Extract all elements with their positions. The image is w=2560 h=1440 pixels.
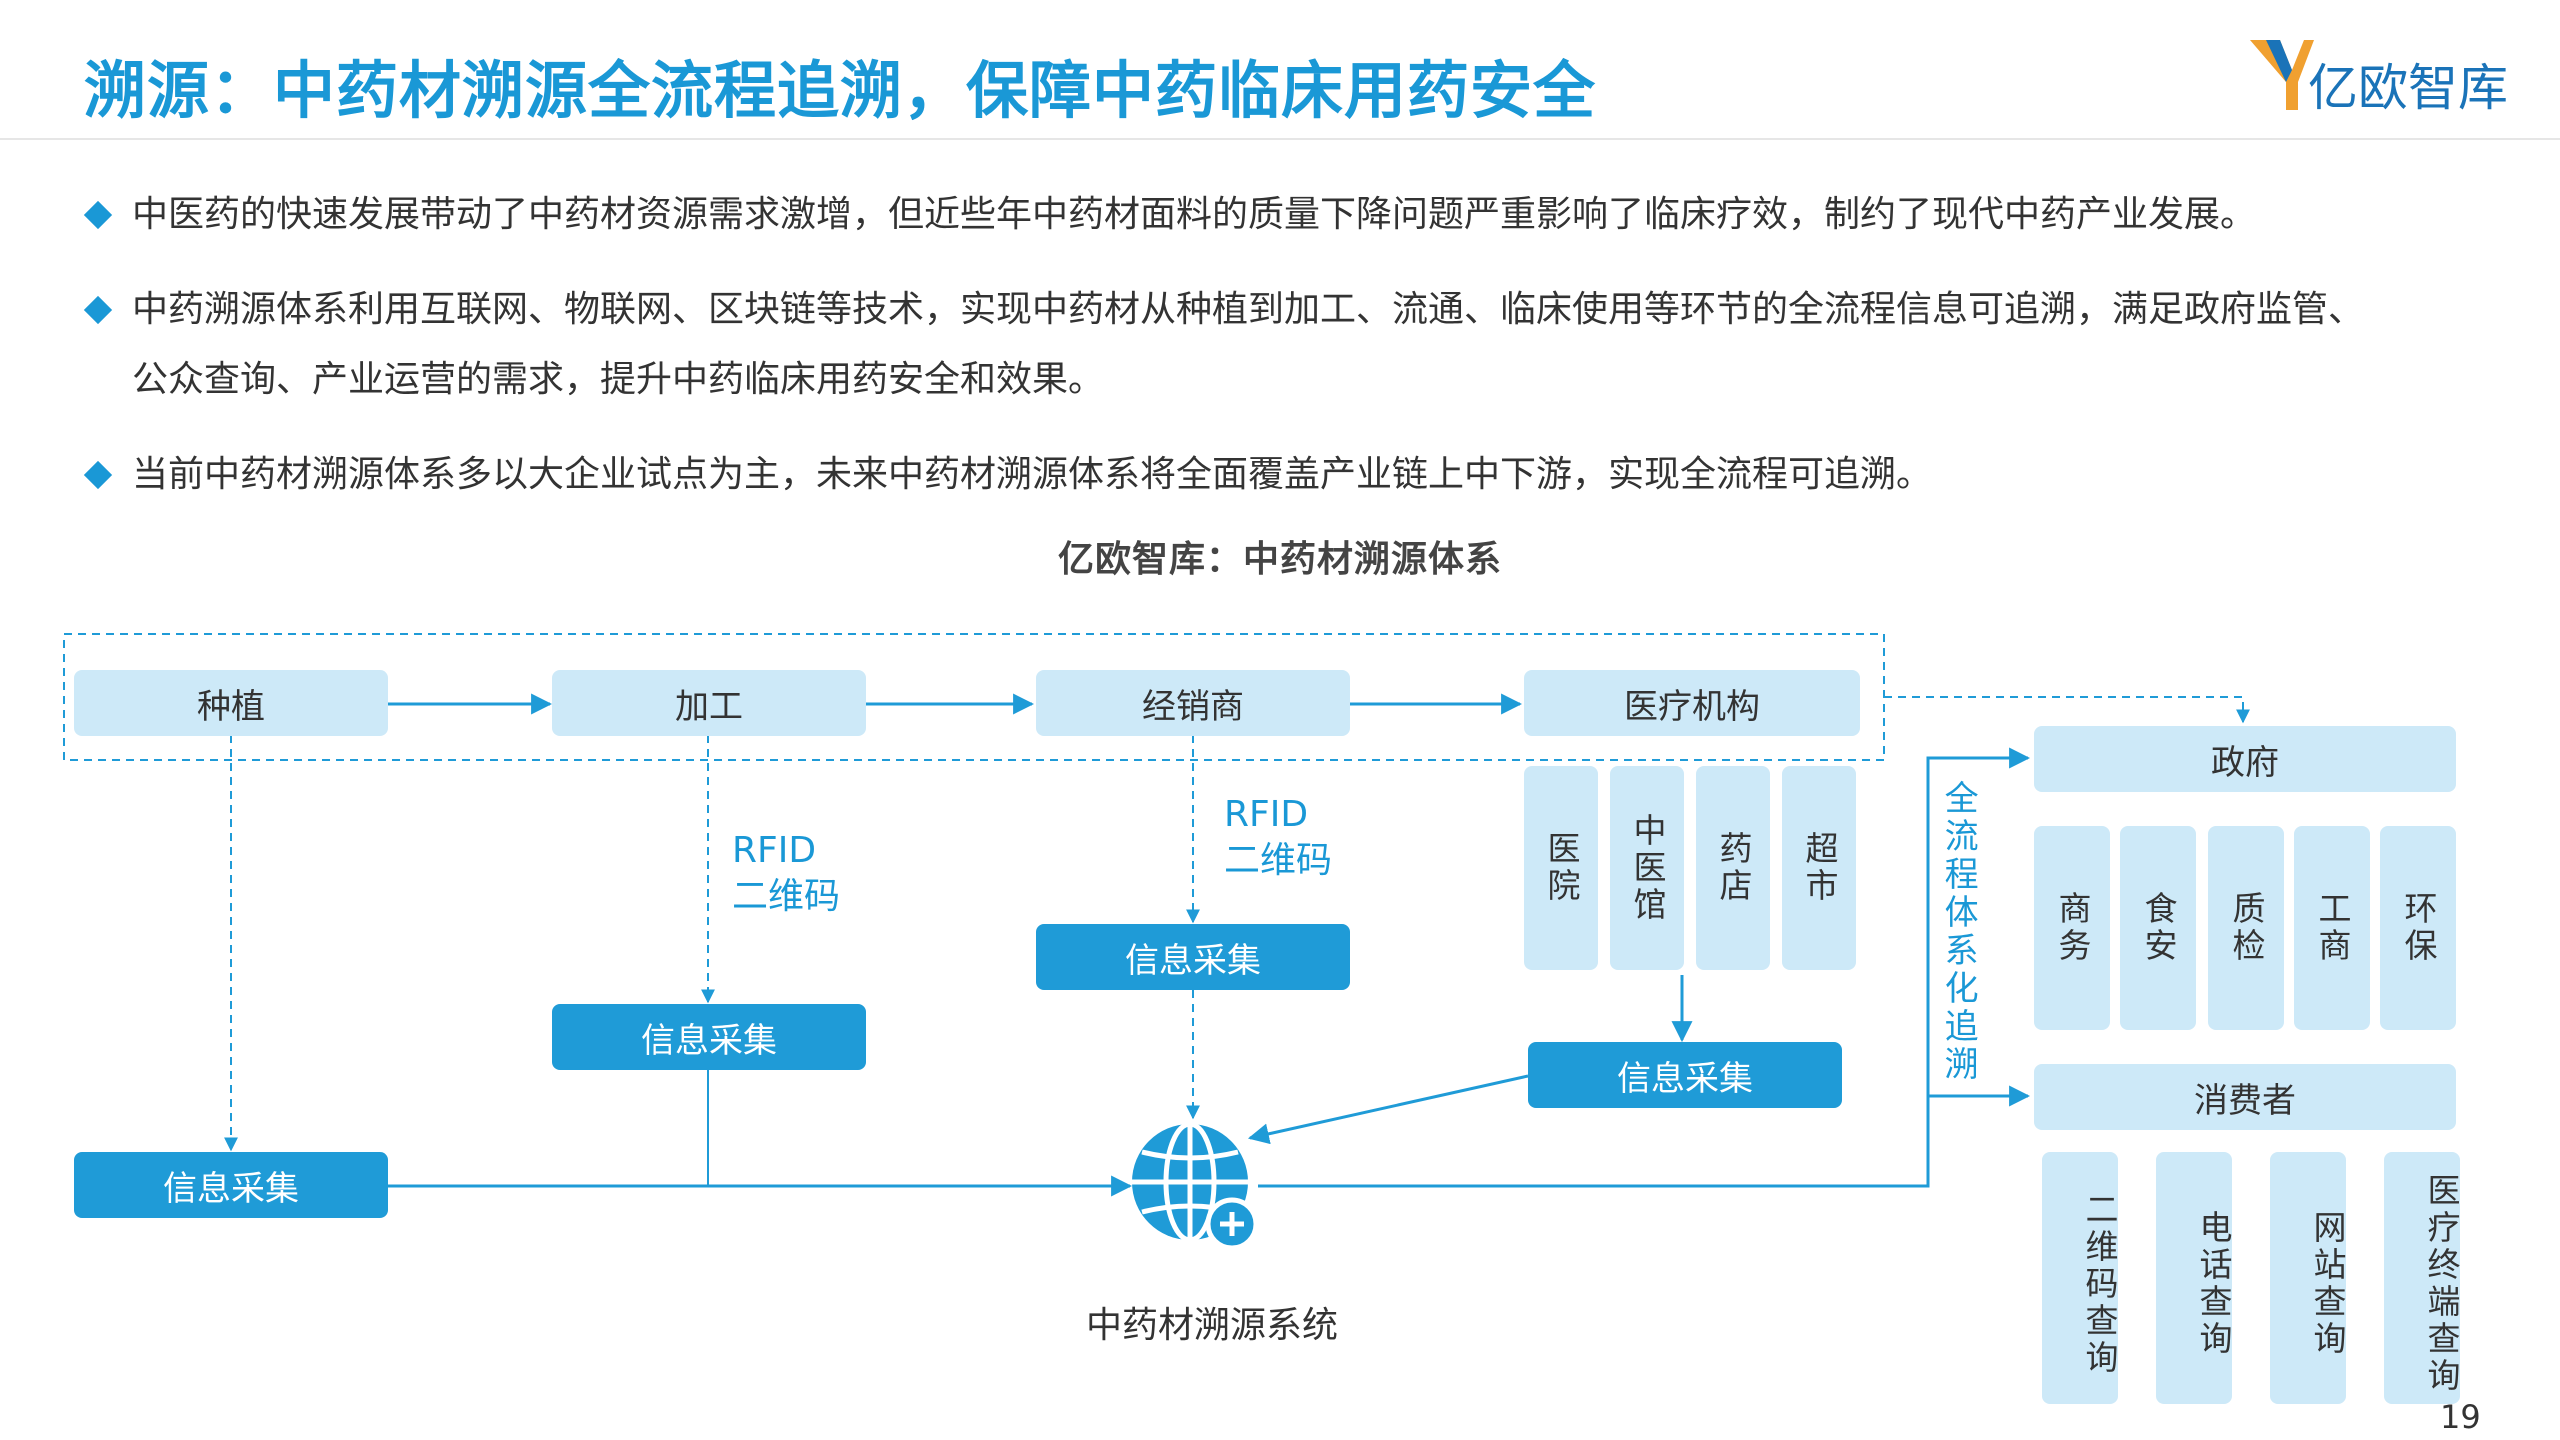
consumer-item-phone: 电话查询 (2156, 1152, 2233, 1404)
medical-sub-pharmacy: 药店 (1696, 766, 1770, 970)
consumer-box: 消费者 (2034, 1064, 2456, 1130)
chain-node-processing: 加工 (552, 670, 866, 736)
logo-text: 亿欧智库 (2308, 59, 2508, 117)
bullet-2: 中药溯源体系利用互联网、物联网、区块链等技术，实现中药材从种植到加工、流通、临床… (83, 275, 2484, 415)
info-collect-medical: 信息采集 (1528, 1042, 1842, 1108)
yiou-logo-icon (2250, 40, 2314, 110)
info-collect-planting: 信息采集 (74, 1152, 388, 1218)
chain-node-planting: 种植 (74, 670, 388, 736)
medical-sub-tcm-clinic: 中医馆 (1610, 766, 1684, 970)
system-label: 中药材溯源系统 (1086, 1305, 1339, 1346)
page-number: 19 (2440, 1398, 2481, 1436)
gov-item-industry: 工商 (2294, 826, 2370, 1030)
page-title: 溯源：中药材溯源全流程追溯，保障中药临床用药安全 (84, 54, 1597, 127)
diagram-title: 亿欧智库：中药材溯源体系 (1057, 539, 1502, 580)
bullet-1: 中医药的快速发展带动了中药材资源需求激增，但近些年中药材面料的质量下降问题严重影… (83, 180, 2484, 250)
header-divider (0, 138, 2560, 140)
consumer-item-medical-terminal: 医疗终端查询 (2384, 1152, 2461, 1404)
gov-item-commerce: 商务 (2034, 826, 2110, 1030)
chain-node-distributor: 经销商 (1036, 670, 1350, 736)
globe-icon (1132, 1121, 1259, 1251)
gov-box: 政府 (2034, 726, 2456, 792)
bullet-3: 当前中药材溯源体系多以大企业试点为主，未来中药材溯源体系将全面覆盖产业链上中下游… (83, 440, 2484, 510)
gov-item-food-safety: 食安 (2120, 826, 2196, 1030)
gov-item-environment: 环保 (2380, 826, 2456, 1030)
consumer-item-website: 网站查询 (2270, 1152, 2347, 1404)
info-collect-processing: 信息采集 (552, 1004, 866, 1070)
info-collect-distributor: 信息采集 (1036, 924, 1350, 990)
consumer-item-qrcode: 二维码查询 (2042, 1152, 2119, 1404)
trace-label: 全流程体系化追溯 (1938, 780, 1979, 1084)
gov-item-quality: 质检 (2208, 826, 2284, 1030)
chain-node-medical: 医疗机构 (1524, 670, 1860, 736)
medical-sub-supermarket: 超市 (1782, 766, 1856, 970)
medical-sub-hospital: 医院 (1524, 766, 1598, 970)
